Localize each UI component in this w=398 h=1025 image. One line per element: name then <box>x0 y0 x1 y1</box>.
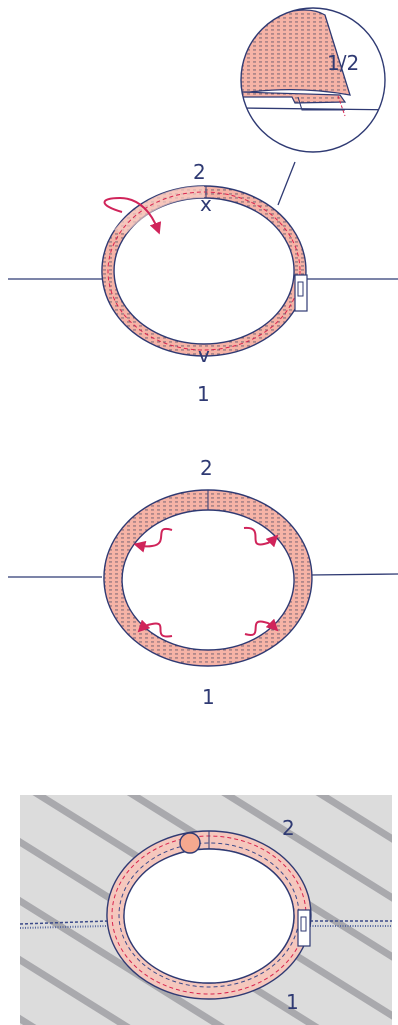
zipper-icon <box>297 909 311 947</box>
figure-2: 2 1 <box>8 456 398 709</box>
label-top: 2 <box>282 816 295 840</box>
label-bottom: 1 <box>286 990 299 1014</box>
folded-band <box>114 186 204 234</box>
zoom-leader <box>277 161 296 206</box>
zoom-label: 1/2 <box>327 51 359 75</box>
label-top: 2 <box>200 456 213 480</box>
tack-mark-bottom: v <box>198 343 210 367</box>
clip-arrow-tl <box>133 527 173 553</box>
ring-interior <box>123 848 295 984</box>
pin-head-icon <box>179 832 201 854</box>
stitch-line <box>107 191 301 351</box>
clip-arrow-bl <box>137 619 173 638</box>
zoom-detail <box>240 7 386 153</box>
label-top: 2 <box>193 160 206 184</box>
facing-ring <box>103 489 313 667</box>
zipper-icon <box>294 274 308 312</box>
tack-mark-top: x <box>200 192 212 216</box>
figure-3: 2 1 <box>19 795 392 1025</box>
label-bottom: 1 <box>202 685 215 709</box>
figure-1: x v 1/2 2 1 <box>8 7 398 406</box>
clip-arrow-tr <box>243 526 279 548</box>
label-bottom: 1 <box>197 382 210 406</box>
facing-ring <box>101 185 307 357</box>
hem-line-left <box>19 925 109 929</box>
turn-arrow <box>103 196 162 235</box>
clip-arrow-br <box>244 618 279 637</box>
fabric-edge-right <box>309 573 398 576</box>
